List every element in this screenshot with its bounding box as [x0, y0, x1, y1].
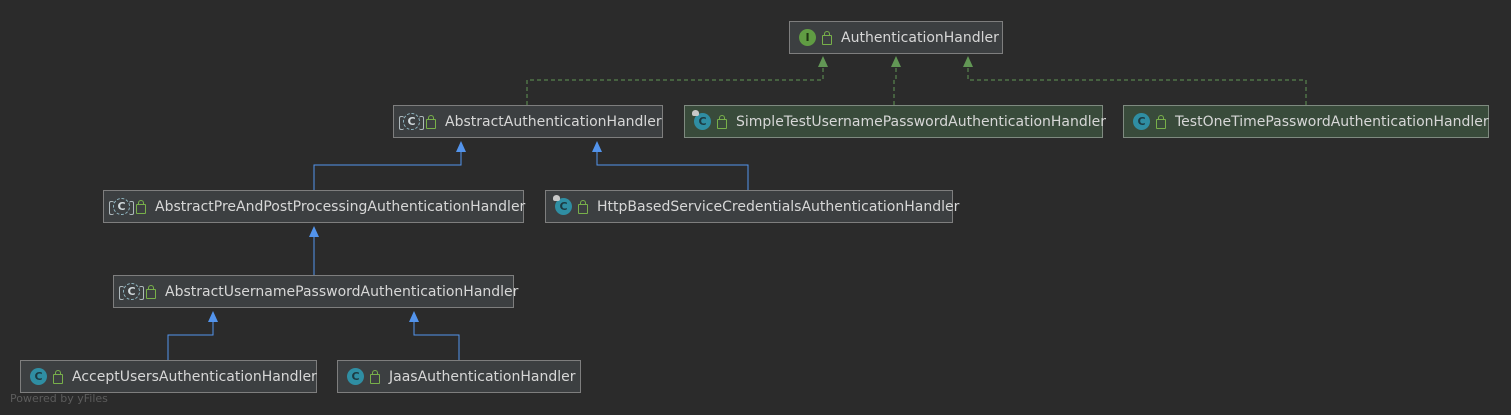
public-access-icon — [822, 30, 832, 45]
arrowhead-extends-1 — [456, 141, 466, 152]
node-jaas-authentication-handler[interactable]: C JaasAuthenticationHandler — [337, 360, 581, 393]
public-access-icon — [426, 114, 436, 129]
class-icon: C — [692, 110, 711, 130]
node-label: AbstractAuthenticationHandler — [445, 113, 662, 130]
arrowhead-extends-5 — [409, 311, 419, 322]
abstract-class-icon: C — [109, 198, 134, 215]
public-access-icon — [146, 284, 156, 299]
public-access-icon — [370, 369, 380, 384]
edge-pre-post-extends — [313, 151, 462, 190]
public-access-icon — [53, 369, 63, 384]
edge-simple-test-implements — [893, 66, 897, 105]
watermark: Powered by yFiles — [10, 392, 108, 405]
node-label: JaasAuthenticationHandler — [389, 368, 576, 385]
node-label: AcceptUsersAuthenticationHandler — [72, 368, 317, 385]
node-label: AuthenticationHandler — [841, 29, 999, 46]
edge-accept-users-extends — [167, 321, 214, 360]
edge-abstract-handler-implements — [526, 66, 824, 105]
edge-one-time-implements — [967, 66, 1307, 105]
interface-icon: I — [799, 29, 816, 46]
edge-jaas-extends — [413, 321, 460, 360]
arrowhead-implements-3 — [963, 56, 973, 67]
node-label: AbstractPreAndPostProcessingAuthenticati… — [155, 198, 526, 215]
class-icon: C — [347, 368, 364, 385]
node-abstract-username-password-authentication-handler[interactable]: C AbstractUsernamePasswordAuthentication… — [113, 275, 518, 308]
node-abstract-pre-and-post-processing-authentication-handler[interactable]: C AbstractPreAndPostProcessingAuthentica… — [103, 190, 526, 223]
node-test-one-time-password-authentication-handler[interactable]: C TestOneTimePasswordAuthenticationHandl… — [1123, 105, 1489, 138]
abstract-class-icon: C — [399, 113, 424, 130]
arrowhead-extends-2 — [592, 141, 602, 152]
arrowhead-extends-3 — [309, 226, 319, 237]
public-access-icon — [717, 114, 727, 129]
node-http-based-service-credentials-authentication-handler[interactable]: C HttpBasedServiceCredentialsAuthenticat… — [545, 190, 959, 223]
node-label: HttpBasedServiceCredentialsAuthenticatio… — [597, 198, 960, 215]
node-authentication-handler[interactable]: I AuthenticationHandler — [789, 21, 1003, 54]
public-access-icon — [1156, 114, 1166, 129]
public-access-icon — [578, 199, 588, 214]
node-simple-test-username-password-authentication-handler[interactable]: C SimpleTestUsernamePasswordAuthenticati… — [684, 105, 1107, 138]
node-accept-users-authentication-handler[interactable]: C AcceptUsersAuthenticationHandler — [20, 360, 317, 393]
node-label: SimpleTestUsernamePasswordAuthentication… — [736, 113, 1107, 130]
abstract-class-icon: C — [119, 283, 144, 300]
class-icon: C — [1133, 113, 1150, 130]
class-icon: C — [553, 195, 572, 215]
arrowhead-implements-2 — [891, 56, 901, 67]
arrowhead-extends-4 — [208, 311, 218, 322]
class-icon: C — [30, 368, 47, 385]
public-access-icon — [136, 199, 146, 214]
edge-http-based-extends — [596, 151, 749, 190]
node-label: TestOneTimePasswordAuthenticationHandler — [1175, 113, 1489, 130]
node-abstract-authentication-handler[interactable]: C AbstractAuthenticationHandler — [393, 105, 663, 138]
node-label: AbstractUsernamePasswordAuthenticationHa… — [165, 283, 519, 300]
arrowhead-implements-1 — [818, 56, 828, 67]
